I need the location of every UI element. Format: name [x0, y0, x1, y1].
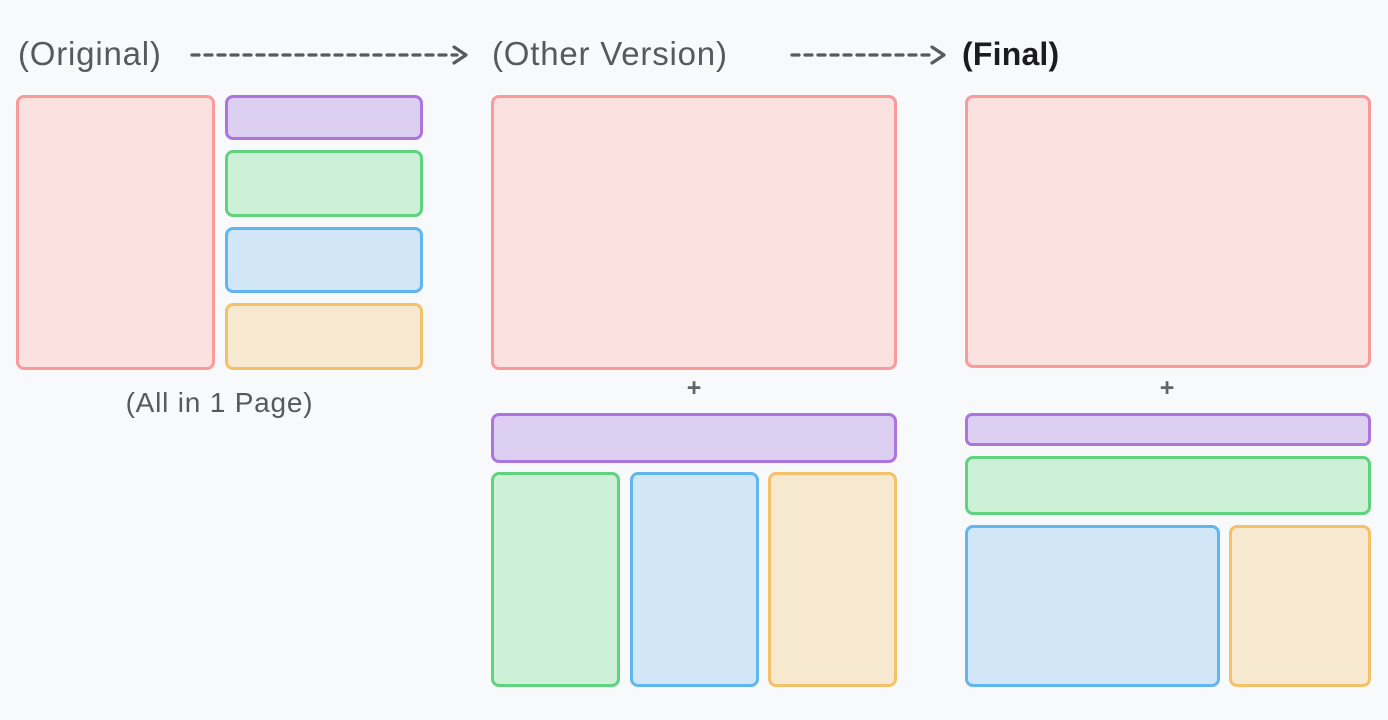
stage-label-other-version: (Other Version): [492, 35, 728, 72]
original-blue-block: [225, 227, 423, 293]
other-version-blue-block: [630, 472, 759, 687]
other-version-green-block: [491, 472, 620, 687]
original-purple-block: [225, 95, 423, 140]
stage-label-original: (Original): [18, 35, 162, 72]
final-purple-block: [965, 413, 1371, 446]
final-orange-block: [1229, 525, 1371, 687]
plus-sign: +: [1159, 374, 1175, 402]
dashed-arrow-icon: [790, 45, 946, 65]
other-version-pink-block: [491, 95, 897, 370]
final-blue-block: [965, 525, 1220, 687]
other-version-purple-block: [491, 413, 897, 463]
final-green-block: [965, 456, 1371, 515]
other-version-orange-block: [768, 472, 897, 687]
original-caption: (All in 1 Page): [125, 387, 314, 418]
original-pink-block: [16, 95, 215, 370]
stage-label-final: (Final): [962, 36, 1060, 72]
original-orange-block: [225, 303, 423, 370]
final-pink-block: [965, 95, 1371, 368]
original-green-block: [225, 150, 423, 217]
plus-sign: +: [686, 374, 702, 402]
dashed-arrow-icon: [190, 45, 468, 65]
